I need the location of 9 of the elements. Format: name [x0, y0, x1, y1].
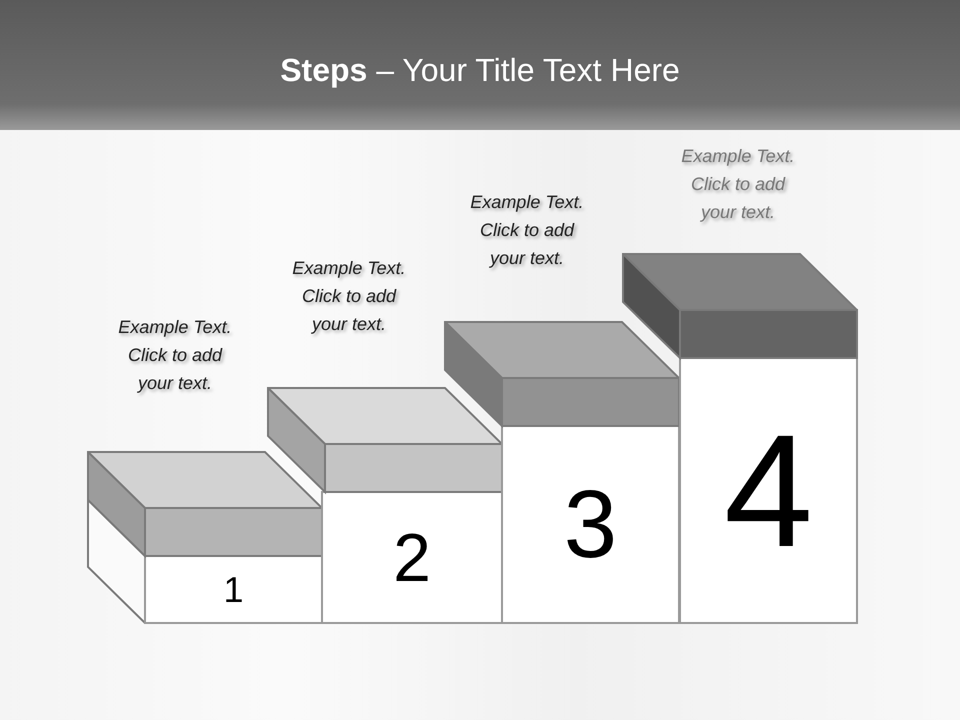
- title: Steps – Your Title Text Here: [280, 52, 680, 89]
- step-caption: Example Text. Click to add your text.: [680, 145, 796, 224]
- step-number: 3: [564, 476, 618, 572]
- step-number: 4: [724, 410, 813, 570]
- step-caption: Example Text. Click to add your text.: [117, 316, 233, 395]
- step-caption: Example Text. Click to add your text.: [291, 257, 407, 336]
- step-caption: Example Text. Click to add your text.: [469, 191, 585, 270]
- step-number: 2: [393, 524, 431, 592]
- step-number: 1: [223, 572, 244, 608]
